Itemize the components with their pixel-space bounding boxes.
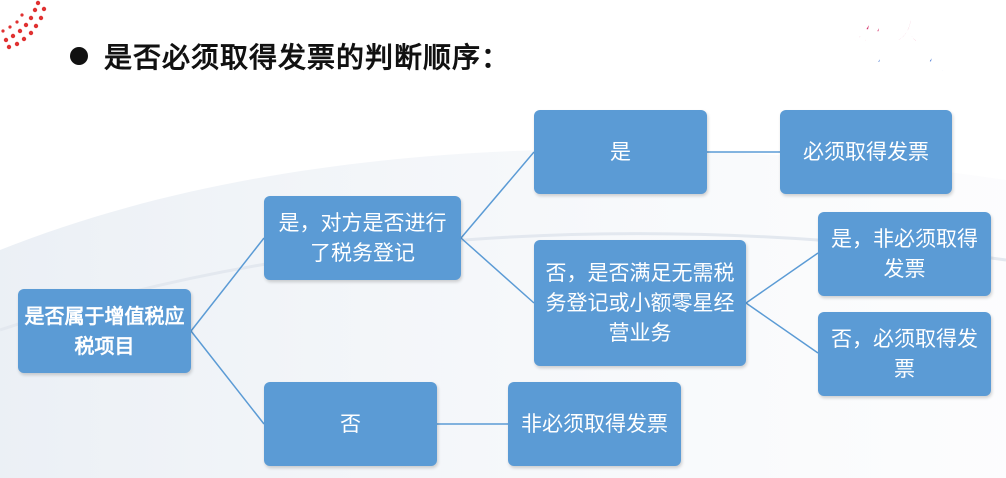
node-not-required-invoice: 非必须取得发票 [508,382,681,466]
svg-text:重磅福利: 重磅福利 [849,48,951,76]
node-not-taxable: 否 [264,382,437,466]
node-registered-yes: 是 [534,110,707,194]
connector-registered-to-no [460,237,535,304]
bullet-icon [70,47,88,65]
title-row: 是否必须取得发票的判断顺序： [70,36,510,76]
connector-root-to-registered [190,237,265,332]
slide-title: 是否必须取得发票的判断顺序： [104,41,511,74]
node-root-taxable-question: 是否属于增值税应税项目 [18,289,191,373]
connector-small-to-yes [745,252,819,304]
svg-text:财税大咖: 财税大咖 [845,18,947,46]
corner-dots-decoration [1,0,47,50]
connector-registered-to-yes [460,151,535,239]
connector-small-to-no [745,302,819,354]
connector-root-to-not-taxable [190,330,265,425]
node-small-yes-not-required: 是，非必须取得发票 [818,212,991,296]
node-small-no-required: 否，必须取得发票 [818,312,991,396]
node-small-business-question: 否，是否满足无需税务登记或小额零星经营业务 [534,240,746,366]
node-must-get-invoice: 必须取得发票 [780,110,952,194]
brand-logo: 财税大咖 重磅福利 [845,18,951,77]
node-registered-question: 是，对方是否进行了税务登记 [264,196,461,280]
